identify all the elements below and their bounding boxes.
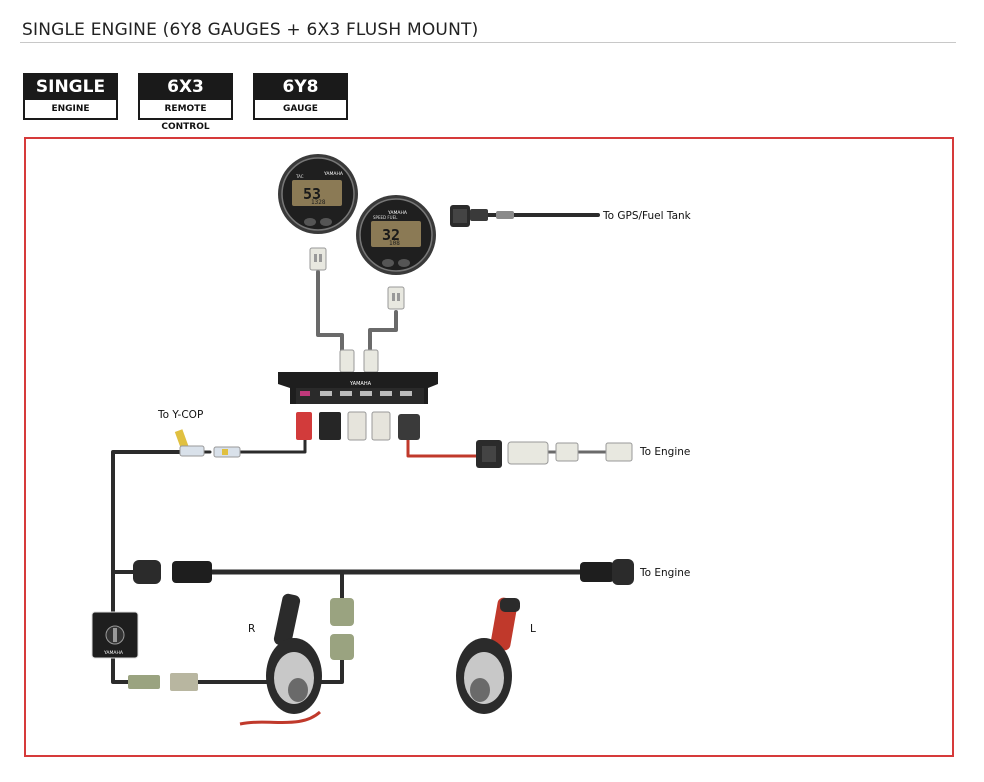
lower-connector-wire	[196, 658, 344, 684]
badge-bottom-text: REMOTE CONTROL	[161, 104, 210, 132]
key-switch-panel: YAMAHA	[91, 611, 139, 659]
gauge-tachometer: 53 1328 TAC YAMAHA	[278, 154, 358, 271]
hub-connector-red	[296, 412, 312, 440]
engine-main-connectors	[133, 559, 634, 585]
remote-control-right	[239, 593, 322, 726]
badge-single-engine: SINGLE ENGINE	[23, 73, 118, 120]
ycop-label: To Y-COP	[157, 409, 203, 421]
lower-connectors	[128, 598, 354, 691]
hub-connector-dark	[398, 414, 420, 440]
badge-top-text: 6X3	[140, 75, 231, 100]
hub-connector-white2	[371, 411, 391, 441]
gps-connector	[450, 205, 514, 227]
gauge2-brand: YAMAHA	[387, 210, 408, 216]
engine-label-1: To Engine	[639, 446, 690, 458]
gauge2-main-readout: 32	[382, 226, 400, 244]
gauge2-cable	[368, 310, 398, 354]
left-control-label: L	[530, 623, 536, 635]
title-divider	[20, 42, 956, 43]
engine-connector-group-1	[476, 440, 633, 468]
badge-top-text: SINGLE	[25, 75, 116, 100]
gauge1-connector	[309, 247, 327, 271]
badge-bottom-text: GAUGE	[283, 104, 318, 114]
gps-label: To GPS/Fuel Tank	[602, 210, 692, 222]
gauge-speed-fuel: 32 108 SPEED FUEL YAMAHA	[356, 195, 436, 310]
page-title: SINGLE ENGINE (6Y8 GAUGES + 6X3 FLUSH MO…	[22, 20, 479, 40]
engine-red-wire	[406, 438, 478, 458]
junction-hub: YAMAHA	[278, 349, 438, 441]
ycop-harness	[238, 438, 307, 454]
gauge2-connector	[387, 286, 405, 310]
gauge2-sub-readout: 108	[389, 240, 400, 247]
main-harness	[111, 450, 182, 614]
badge-bottom-text: ENGINE	[51, 104, 90, 114]
gauge1-main-readout: 53	[303, 185, 321, 203]
gauge1-sub-readout: 1328	[311, 199, 326, 206]
badge-top-text: 6Y8	[255, 75, 346, 100]
badge-gauge: 6Y8 GAUGE	[253, 73, 348, 120]
right-control-label: R	[248, 623, 255, 635]
wires	[111, 213, 608, 684]
gauge1-cable	[316, 270, 344, 354]
keyswitch-lower	[111, 656, 130, 684]
gauge1-brand: YAMAHA	[323, 171, 344, 177]
hub-connector-white1	[347, 411, 367, 441]
key-switch-brand: YAMAHA	[103, 650, 124, 656]
gauge1-corner-label: TAC	[295, 174, 304, 179]
hub-brand: YAMAHA	[349, 381, 372, 387]
engine-label-2: To Engine	[639, 567, 690, 579]
diagram-frame	[24, 137, 954, 757]
badge-remote-control: 6X3 REMOTE CONTROL	[138, 73, 233, 132]
remote-control-left	[456, 597, 520, 714]
gauge2-corner-label: SPEED FUEL	[373, 215, 398, 220]
ycop-connector	[174, 429, 241, 458]
hub-connector-black	[319, 412, 341, 440]
